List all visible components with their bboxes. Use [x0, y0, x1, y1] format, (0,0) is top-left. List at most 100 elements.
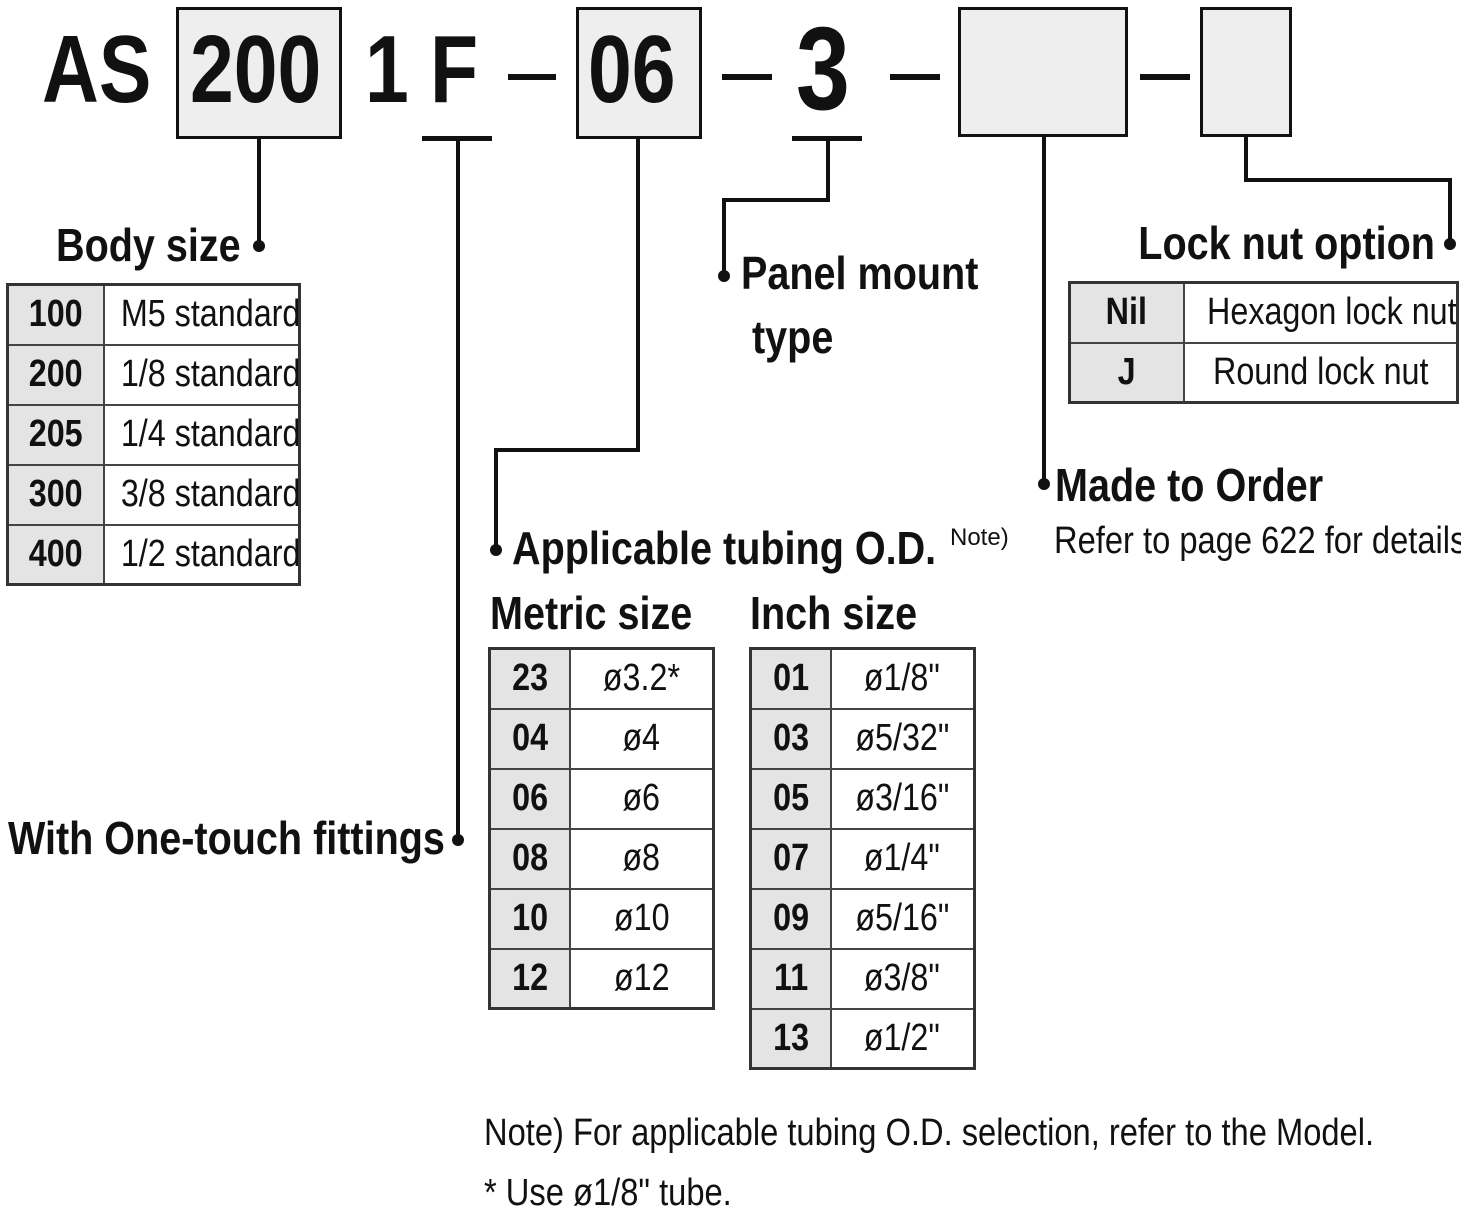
- table-row: 200 1/8 standard: [6, 343, 301, 406]
- code-cell: 07: [749, 827, 832, 890]
- code-cell: Nil: [1068, 281, 1185, 344]
- body-size-code-box: [176, 7, 342, 139]
- code-value: 03: [772, 717, 809, 759]
- code-value: 205: [28, 413, 83, 455]
- made-to-order-title: Made to Order: [1055, 459, 1324, 511]
- description-cell: ø1/4": [829, 827, 976, 890]
- code-value: J: [1117, 350, 1136, 393]
- description-value: M5 standard: [120, 293, 300, 336]
- code-cell: 10: [488, 887, 571, 950]
- code-cell: 300: [6, 463, 105, 526]
- description-value: ø3.2*: [602, 657, 680, 700]
- table-row: Nil Hexagon lock nut: [1068, 281, 1459, 344]
- code-cell: 08: [488, 827, 571, 890]
- leader-dot: [1444, 238, 1456, 250]
- code-cell: 23: [488, 647, 571, 710]
- description-cell: Hexagon lock nut: [1182, 281, 1459, 344]
- table-row: 04 ø4: [488, 707, 715, 770]
- code-value: 23: [511, 657, 548, 700]
- table-row: 05 ø3/16": [749, 767, 976, 830]
- panel-mount-title-line2: type: [752, 311, 834, 363]
- code-cell: J: [1068, 341, 1185, 404]
- table-row: 12 ø12: [488, 947, 715, 1010]
- inch-size-title: Inch size: [750, 587, 918, 639]
- code-tubing: 06: [588, 16, 676, 123]
- code-cell: 03: [749, 707, 832, 770]
- note-2: * Use ø1/8" tube.: [484, 1172, 732, 1214]
- code-value: 12: [511, 956, 548, 999]
- lock-nut-code-box: [1200, 7, 1292, 137]
- body-size-title: Body size: [56, 219, 241, 271]
- code-value: 09: [772, 897, 809, 939]
- description-value: ø8: [622, 837, 661, 879]
- description-value: ø3/16": [855, 777, 950, 819]
- description-cell: ø5/16": [829, 887, 976, 950]
- description-value: ø5/16": [855, 897, 950, 939]
- description-cell: ø12: [568, 947, 715, 1010]
- table-row: J Round lock nut: [1068, 341, 1459, 404]
- code-cell: 200: [6, 343, 105, 406]
- description-cell: 1/4 standard: [102, 403, 301, 466]
- code-cell: 01: [749, 647, 832, 710]
- table-row: 03 ø5/32": [749, 707, 976, 770]
- one-touch-label: With One-touch fittings: [8, 812, 445, 864]
- description-cell: ø10: [568, 887, 715, 950]
- code-value: 10: [511, 897, 548, 939]
- code-value: 400: [28, 532, 83, 575]
- description-cell: Round lock nut: [1182, 341, 1459, 404]
- separator-dash: [1140, 74, 1190, 80]
- separator-dash: [890, 74, 940, 80]
- leader-dot: [452, 834, 464, 846]
- description-value: Hexagon lock nut: [1206, 291, 1457, 334]
- description-cell: ø5/32": [829, 707, 976, 770]
- description-value: ø4: [622, 717, 661, 759]
- table-row: 23 ø3.2*: [488, 647, 715, 710]
- table-row: 100 M5 standard: [6, 283, 301, 346]
- description-cell: ø1/2": [829, 1007, 976, 1070]
- code-cell: 09: [749, 887, 832, 950]
- lock-nut-title: Lock nut option: [1138, 217, 1435, 269]
- description-cell: ø8: [568, 827, 715, 890]
- description-value: ø1/2": [864, 1016, 941, 1059]
- leader-dot: [253, 240, 265, 252]
- description-value: Round lock nut: [1212, 350, 1428, 393]
- description-cell: ø3/8": [829, 947, 976, 1010]
- code-value: 06: [511, 777, 548, 819]
- description-value: ø5/32": [855, 717, 950, 759]
- code-cell: 400: [6, 523, 105, 586]
- code-panel: 3: [796, 3, 850, 135]
- description-value: ø3/8": [864, 957, 941, 999]
- tubing-note-mark: Note): [950, 524, 1009, 551]
- code-cell: 06: [488, 767, 571, 830]
- code-cell: 04: [488, 707, 571, 770]
- leader-dot: [1038, 478, 1050, 490]
- description-value: 1/8 standard: [120, 353, 300, 395]
- description-cell: 1/8 standard: [102, 343, 301, 406]
- made-to-order-subtitle: Refer to page 622 for details.: [1054, 520, 1461, 562]
- table-row: 10 ø10: [488, 887, 715, 950]
- code-cell: 13: [749, 1007, 832, 1070]
- code-cell: 05: [749, 767, 832, 830]
- code-value: 08: [511, 837, 548, 879]
- table-row: 08 ø8: [488, 827, 715, 890]
- description-value: 1/4 standard: [120, 413, 300, 455]
- code-cell: 100: [6, 283, 105, 346]
- code-fitting: F: [430, 16, 479, 123]
- description-value: 3/8 standard: [120, 473, 300, 515]
- description-value: ø1/8": [864, 657, 941, 700]
- leader-dot: [718, 270, 730, 282]
- separator-dash: [722, 74, 772, 80]
- table-row: 13 ø1/2": [749, 1007, 976, 1070]
- panel-mount-title: Panel mount: [741, 247, 979, 299]
- description-cell: ø1/8": [829, 647, 976, 710]
- description-cell: ø3/16": [829, 767, 976, 830]
- metric-size-title: Metric size: [490, 587, 693, 639]
- table-row: 01 ø1/8": [749, 647, 976, 710]
- code-value: 200: [28, 353, 83, 395]
- description-cell: 3/8 standard: [102, 463, 301, 526]
- leader-dot: [490, 544, 502, 556]
- description-value: ø10: [613, 897, 670, 939]
